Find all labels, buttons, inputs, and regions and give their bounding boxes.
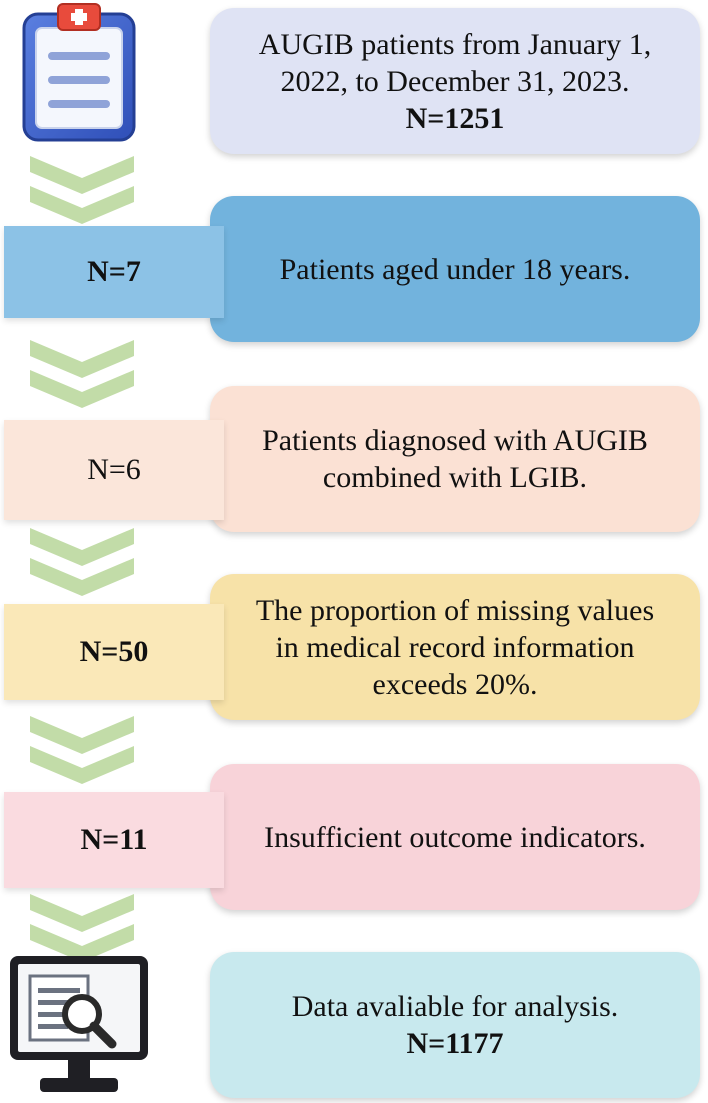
exclusion-missing-count: N=50 <box>4 604 224 700</box>
exclusion-outcome-text: Insufficient outcome indicators. <box>264 820 646 854</box>
chevron-down-icon <box>30 156 134 224</box>
final-dataset-box: Data avaliable for analysis. N=1177 <box>210 952 700 1098</box>
source-line-2: 2022, to December 31, 2023. <box>280 64 630 98</box>
chevron-down-icon <box>30 340 134 408</box>
exclusion-outcome-box: Insufficient outcome indicators. <box>210 764 700 910</box>
exclusion-missing-box: The proportion of missing values in medi… <box>210 574 700 720</box>
exclusion-outcome-count-label: N=11 <box>80 823 148 856</box>
chevron-down-icon <box>30 894 134 962</box>
exclusion-missing-line-3: exceeds 20%. <box>372 667 538 701</box>
exclusion-outcome-count: N=11 <box>4 792 224 888</box>
source-count: N=1251 <box>405 101 505 135</box>
monitor-search-icon <box>6 952 152 1098</box>
exclusion-age-text: Patients aged under 18 years. <box>279 252 631 286</box>
exclusion-age-count: N=7 <box>4 226 224 318</box>
chevron-down-icon <box>30 716 134 784</box>
chevron-down-icon <box>30 528 134 596</box>
source-line-1: AUGIB patients from January 1, <box>258 27 652 61</box>
exclusion-lgib-line-1: Patients diagnosed with AUGIB <box>262 424 648 457</box>
exclusion-lgib-count: N=6 <box>4 420 224 520</box>
exclusion-age-box: Patients aged under 18 years. <box>210 196 700 342</box>
exclusion-lgib-count-label: N=6 <box>87 453 141 486</box>
exclusion-missing-count-label: N=50 <box>79 635 149 668</box>
exclusion-missing-line-1: The proportion of missing values <box>255 593 655 627</box>
exclusion-missing-line-2: in medical record information <box>275 630 635 664</box>
exclusion-age-count-label: N=7 <box>87 255 141 288</box>
final-line-1: Data avaliable for analysis. <box>291 990 619 1023</box>
clipboard-medical-icon <box>20 2 138 144</box>
final-count: N=1177 <box>406 1027 504 1060</box>
source-population-box: AUGIB patients from January 1, 2022, to … <box>210 8 700 154</box>
exclusion-lgib-box: Patients diagnosed with AUGIB combined w… <box>210 386 700 532</box>
exclusion-lgib-line-2: combined with LGIB. <box>322 461 588 494</box>
